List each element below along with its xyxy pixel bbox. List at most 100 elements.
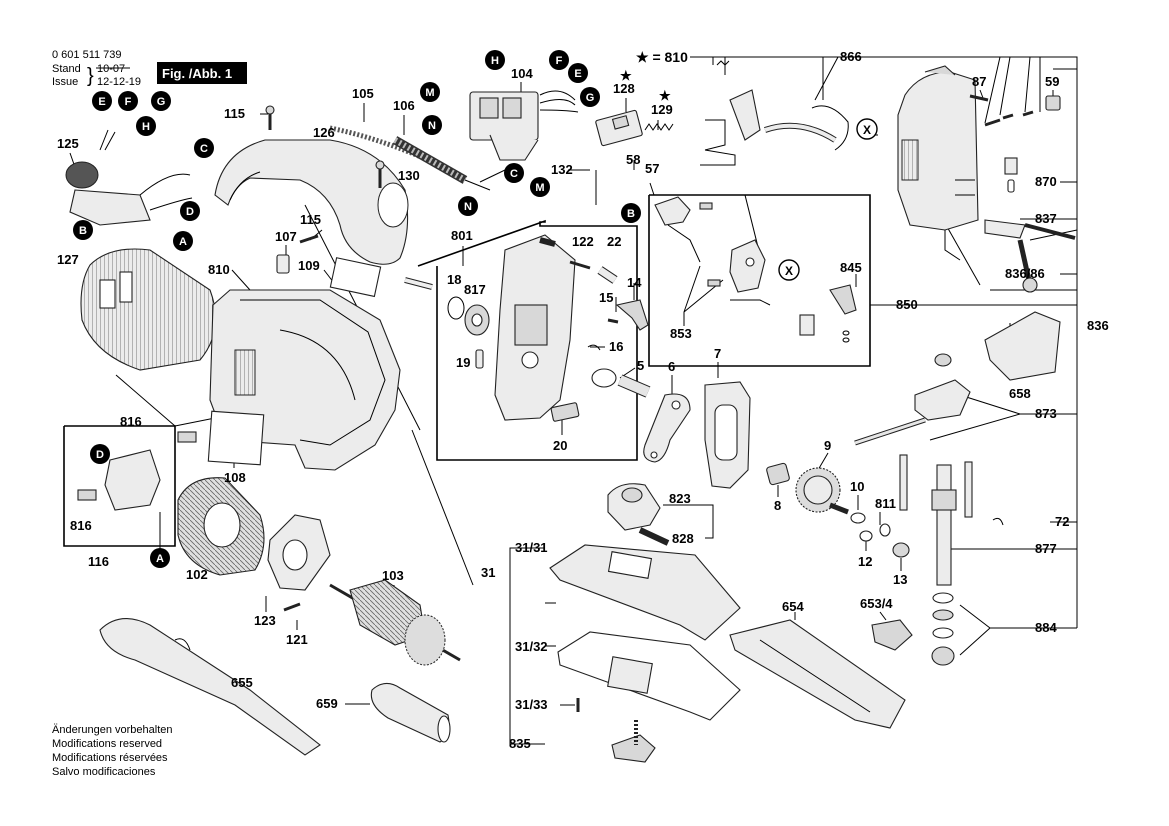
part-pin-19 [475,349,484,369]
part-20 [550,402,580,422]
label-8: 8 [774,498,781,513]
label-836: 836 [1087,318,1109,333]
part-866-arc-b [811,105,849,151]
marker-x-mid: X [778,259,800,281]
part-845 [829,284,857,315]
marker-f-left: F [118,91,138,111]
part-brush-holder-116 [104,449,161,511]
marker-n-mid: N [458,196,478,216]
marker-b-left: B [73,220,93,240]
part-handle-cover-126 [214,139,409,265]
part-screw-87 [969,94,989,102]
part-screw-121 [283,602,301,612]
marker-f-top: F [549,50,569,70]
label-132: 132 [551,162,573,177]
label-835: 835 [509,736,531,751]
label-59: 59 [1045,74,1059,89]
label-18: 18 [447,272,461,287]
document-header: 0 601 511 739 Stand Issue } 10-07 12-12-… [52,49,247,88]
label-6: 6 [668,359,675,374]
svg-text:H: H [142,121,150,133]
frame-823 [663,504,714,539]
part-873-bushing [934,353,952,367]
marker-a-left: A [173,231,193,251]
label-72: 72 [1055,514,1069,529]
label-873: 873 [1035,406,1057,421]
label-654: 654 [782,599,804,614]
label-836-86: 836/86 [1005,266,1045,281]
part-ring-884d [931,646,955,666]
issue-date: 12-12-19 [97,76,141,88]
svg-text:M: M [535,182,544,194]
part-adapter-659 [370,682,450,743]
part-866-clip [729,89,761,141]
part-823 [607,483,661,531]
marker-b-mid: B [621,203,641,223]
label-102: 102 [186,567,208,582]
label-658: 658 [1009,386,1031,401]
assembly-frames [63,56,1078,745]
label-31-33: 31/33 [515,697,548,712]
label-653-4: 653/4 [860,596,893,611]
part-850-plate [654,196,691,226]
marker-h-top: H [485,50,505,70]
label-87: 87 [972,74,986,89]
label-837: 837 [1035,211,1057,226]
svg-text:B: B [79,225,87,237]
label-817: 817 [464,282,486,297]
part-screw-115b [299,234,319,244]
label-811: 811 [875,496,896,511]
marker-m-top: M [420,82,440,102]
svg-text:E: E [574,68,581,80]
part-rod-836-86 [944,230,961,261]
label-19: 19 [456,355,470,370]
marker-m-mid: M [530,177,550,197]
footer-note-es: Salvo modificaciones [52,766,156,778]
part-washer-10 [850,512,866,524]
frame-850 [648,194,871,367]
part-washer-12 [859,530,873,542]
label-20: 20 [553,438,567,453]
label-127: 127 [57,252,79,267]
parts [65,60,1076,763]
footer-note-en: Modifications reserved [52,738,162,750]
part-base-31-31 [549,544,741,641]
label-810: 810 [208,262,230,277]
label-801: 801 [451,228,473,243]
label-128: 128 [613,81,635,96]
part-ring-884b [932,609,954,621]
label-123: 123 [254,613,276,628]
part-hose-655 [99,618,321,756]
label-22: 22 [607,234,621,249]
part-labels: 105 126 106 115 130 104 128 129 125 107 … [57,49,1109,751]
marker-e-left: E [92,91,112,111]
label-853: 853 [670,326,692,341]
part-873-holder [914,379,971,421]
star-note: ★ = 810 [636,49,688,65]
marker-c-left: C [194,138,214,158]
star-128: ★ [620,68,632,83]
svg-text:G: G [157,96,166,108]
frame-31 [509,547,545,745]
label-105: 105 [352,86,374,101]
label-5: 5 [637,358,644,373]
part-850-bracket [729,239,766,293]
label-823: 823 [669,491,691,506]
marker-n-top: N [422,115,442,135]
marker-g-left: G [151,91,171,111]
svg-text:M: M [425,87,434,99]
part-bearing-13 [892,542,910,558]
part-8 [766,462,790,486]
footer-notes: Änderungen vorbehalten Modifications res… [52,724,172,778]
part-housing-127 [80,248,217,371]
label-103: 103 [382,568,404,583]
issue-label: Issue [52,76,78,88]
label-10: 10 [850,479,864,494]
part-654 [729,619,906,729]
part-837 [984,219,1026,239]
part-870 [1004,157,1018,175]
part-spring-129 [644,123,674,131]
stand-label: Stand [52,63,81,75]
label-14: 14 [627,275,642,290]
svg-text:H: H [491,55,499,67]
